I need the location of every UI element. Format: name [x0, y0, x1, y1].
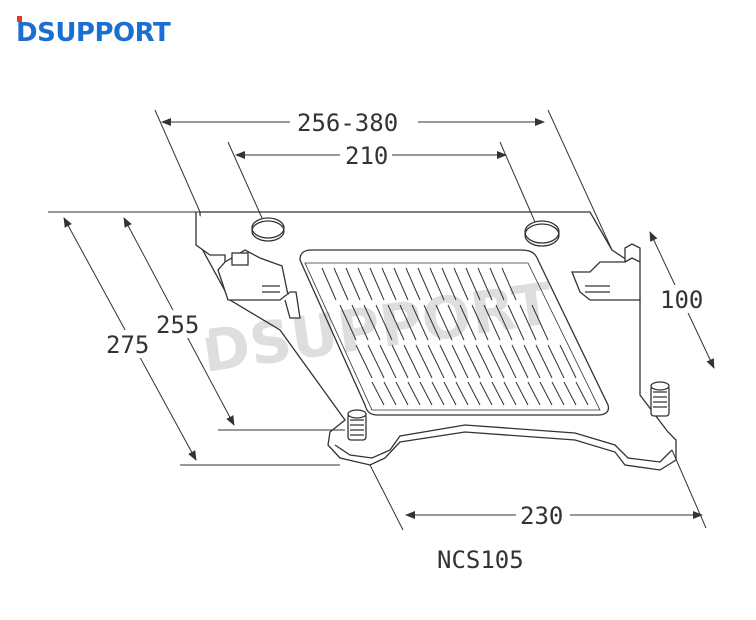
adjust-knobs	[347, 381, 670, 441]
dim-width-range: 256-380	[297, 109, 398, 137]
logo-text: SUPPORT	[37, 18, 171, 48]
right-clamp	[571, 243, 641, 301]
reference-lines	[48, 211, 345, 466]
dim-depth-plate-bg	[153, 310, 209, 338]
dim-inner-width: 210	[345, 142, 388, 170]
logo-letter-d: D	[16, 18, 38, 48]
model-number: NCS105	[437, 546, 524, 574]
brand-logo: DSUPPORT	[16, 18, 171, 48]
dim-inner-width-bg	[340, 141, 392, 169]
vent-slots	[321, 267, 589, 406]
dim-base-width: 230	[520, 502, 563, 530]
dim-clip-height: 100	[660, 286, 703, 314]
dim-depth-total: 275	[106, 331, 149, 359]
dim-clip-height-bg	[658, 285, 704, 313]
dim-width-range-bg	[290, 108, 418, 136]
dim-base-width-bg	[516, 501, 570, 529]
rubber-pads	[251, 217, 560, 247]
dim-depth-plate: 255	[156, 311, 199, 339]
